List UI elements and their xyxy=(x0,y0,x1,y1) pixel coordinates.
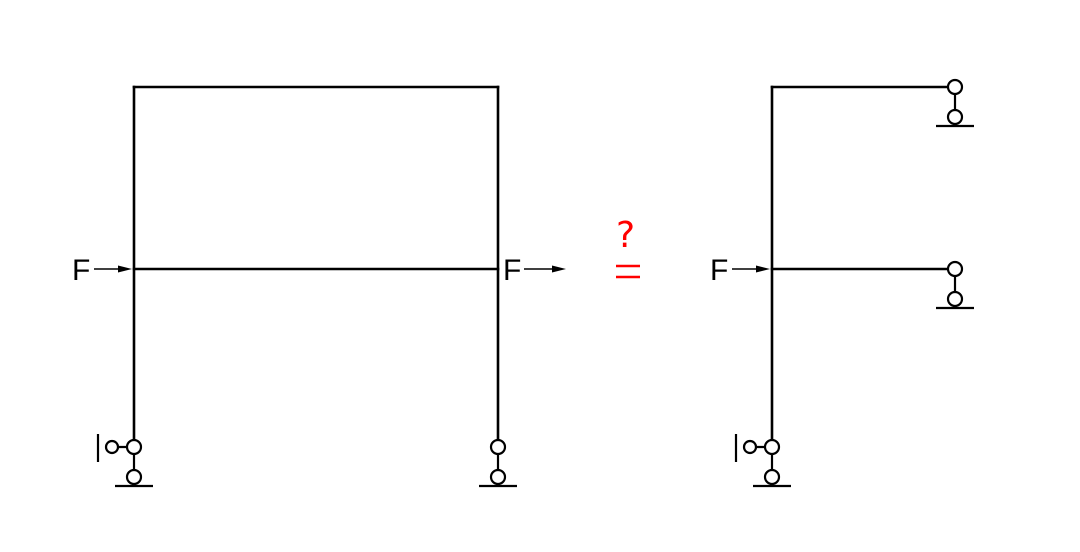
equivalence-question: ? xyxy=(616,215,640,279)
support-hinge xyxy=(946,108,964,126)
support-hinge xyxy=(104,439,120,455)
force-label-left: F xyxy=(72,254,90,287)
support-hinge xyxy=(125,468,143,486)
left-frame-left-support xyxy=(96,434,153,488)
force-arrow-left-head xyxy=(118,265,132,273)
support-hinge xyxy=(946,260,964,278)
left-frame: F F xyxy=(72,85,566,488)
right-frame-base-support xyxy=(734,434,791,488)
left-frame-load-right: F xyxy=(503,254,566,287)
force-label-right: F xyxy=(503,254,521,287)
left-frame-load-left: F xyxy=(72,254,132,287)
support-hinge xyxy=(946,290,964,308)
right-frame-load: F xyxy=(710,254,770,287)
support-hinge xyxy=(125,438,143,456)
support-hinge xyxy=(742,439,758,455)
right-frame-middle-support xyxy=(936,260,974,310)
support-hinge xyxy=(763,468,781,486)
right-frame: F xyxy=(710,78,974,488)
support-hinge xyxy=(489,468,507,486)
question-mark: ? xyxy=(616,215,635,256)
support-hinge xyxy=(489,438,507,456)
left-frame-right-support xyxy=(479,438,517,488)
right-frame-top-support xyxy=(936,78,974,128)
force-arrow-head xyxy=(756,265,770,273)
support-hinge xyxy=(946,78,964,96)
force-arrow-right-head xyxy=(552,265,566,273)
force-label: F xyxy=(710,254,728,287)
support-hinge xyxy=(763,438,781,456)
